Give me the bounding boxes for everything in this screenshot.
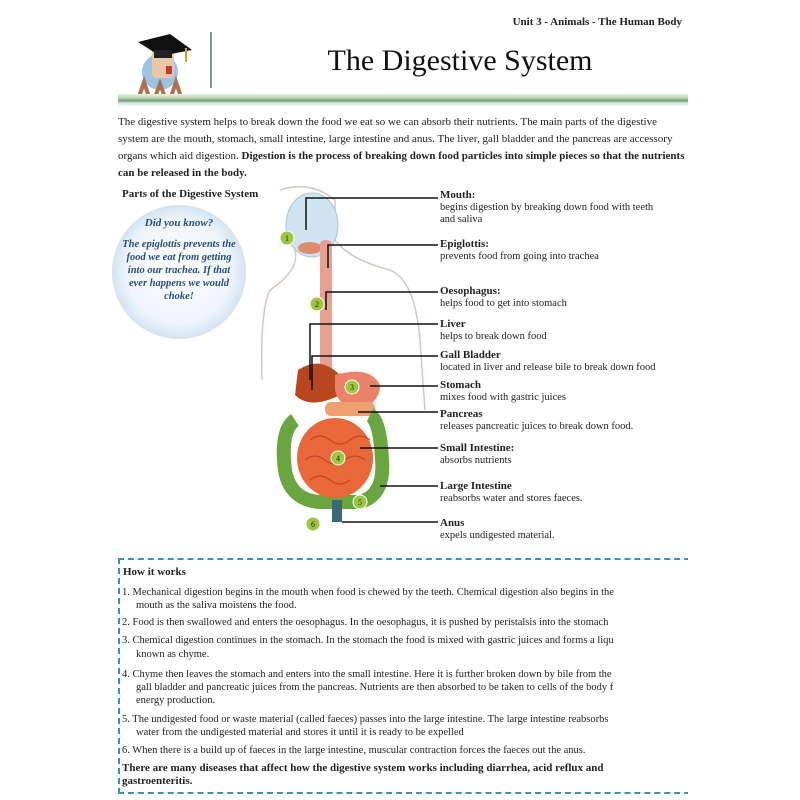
marker-2: 2: [309, 296, 325, 317]
diseases-line-2: gastroenteritis.: [122, 775, 193, 787]
step-1-line-2: mouth as the saliva moistens the food.: [136, 600, 297, 611]
intro-definition: Digestion is the process of breaking dow…: [118, 150, 685, 179]
marker-5: 5: [352, 494, 368, 515]
did-you-know-bubble: Did you know? The epiglottis prevents th…: [112, 205, 246, 339]
step-3-line-2: known as chyme.: [136, 649, 210, 660]
label-mouth: Mouth:begins digestion by breaking down …: [440, 189, 654, 225]
diseases-line-1: There are many diseases that affect how …: [122, 762, 604, 774]
did-you-know-heading: Did you know?: [144, 217, 214, 229]
svg-text:5: 5: [358, 498, 362, 507]
svg-text:2: 2: [315, 300, 319, 309]
step-4-line-1: 4. Chyme then leaves the stomach and ent…: [122, 669, 612, 680]
svg-text:3: 3: [350, 383, 354, 392]
step-6-line-1: 6. When there is a build up of faeces in…: [122, 745, 586, 756]
step-2-line-1: 2. Food is then swallowed and enters the…: [122, 617, 609, 628]
label-small-intestine: Small Intestine:absorbs nutrients: [440, 442, 515, 466]
svg-text:1: 1: [285, 234, 289, 243]
intro-paragraph: The digestive system helps to break down…: [118, 114, 688, 182]
svg-text:4: 4: [336, 454, 340, 463]
graduation-logo: [136, 34, 192, 100]
diagram-title: Parts of the Digestive System: [122, 188, 259, 200]
step-4-line-3: energy production.: [136, 695, 216, 706]
digestive-diagram: [260, 185, 438, 523]
intro-text: The digestive system helps to break down…: [118, 116, 673, 162]
label-epiglottis: Epiglottis:prevents food from going into…: [440, 238, 599, 262]
how-it-works-title: How it works: [123, 566, 186, 578]
unit-heading: Unit 3 - Animals - The Human Body: [512, 16, 682, 28]
step-4-line-2: gall bladder and pancreatic juices from …: [136, 682, 614, 693]
step-5-line-2: water from the undigested material and s…: [136, 727, 464, 738]
step-3-line-1: 3. Chemical digestion continues in the s…: [122, 635, 614, 646]
svg-text:6: 6: [311, 520, 315, 529]
label-oesophagus: Oesophagus:helps food to get into stomac…: [440, 285, 567, 309]
header-band: [118, 94, 688, 106]
marker-1: 1: [279, 230, 295, 251]
header-divider: [210, 32, 212, 88]
marker-6: 6: [305, 516, 321, 537]
marker-4: 4: [330, 450, 346, 471]
worksheet-page: Unit 3 - Animals - The Human Body The Di…: [112, 16, 688, 794]
did-you-know-text: The epiglottis prevents the food we eat …: [122, 239, 236, 302]
marker-3: 3: [344, 379, 360, 400]
how-it-works-box: [118, 558, 688, 794]
page-title: The Digestive System: [327, 44, 593, 77]
step-1-line-1: 1. Mechanical digestion begins in the mo…: [122, 587, 614, 598]
step-5-line-1: 5. The undigested food or waste material…: [122, 714, 609, 725]
